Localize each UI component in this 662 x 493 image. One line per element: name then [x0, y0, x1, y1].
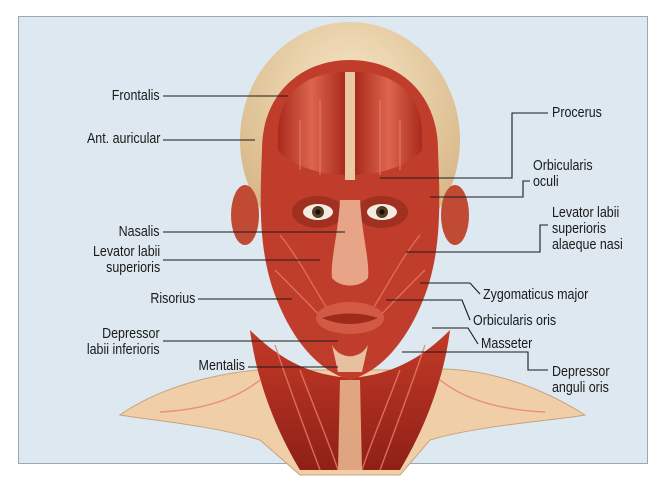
- label-zygomaticus-major: Zygomaticus major: [483, 287, 588, 303]
- label-orbicularis-oris: Orbicularis oris: [473, 313, 556, 329]
- label-frontalis: Frontalis: [112, 88, 160, 104]
- label-nasalis: Nasalis: [119, 224, 160, 240]
- label-depressor-labii-inferioris: Depressor labii inferioris: [87, 326, 160, 358]
- label-line: anguli oris: [552, 380, 610, 396]
- label-line: Depressor: [552, 364, 610, 380]
- label-mentalis: Mentalis: [199, 358, 245, 374]
- label-masseter: Masseter: [481, 336, 532, 352]
- label-line: Depressor: [87, 326, 160, 342]
- label-line: oculi: [533, 174, 593, 190]
- label-ant-auricular: Ant. auricular: [87, 131, 160, 147]
- label-depressor-anguli-oris: Depressor anguli oris: [552, 364, 610, 396]
- label-line: superioris: [93, 260, 160, 276]
- label-line: Levator labii: [93, 244, 160, 260]
- label-procerus: Procerus: [552, 105, 602, 121]
- label-orbicularis-oculi: Orbicularis oculi: [533, 158, 593, 190]
- label-levator-labii-superioris: Levator labii superioris: [93, 244, 160, 276]
- label-risorius: Risorius: [150, 291, 195, 307]
- label-line: superioris: [552, 221, 623, 237]
- label-levator-labii-alaeque: Levator labii superioris alaeque nasi: [552, 205, 623, 253]
- label-line: Orbicularis: [533, 158, 593, 174]
- label-line: alaeque nasi: [552, 237, 623, 253]
- label-line: Levator labii: [552, 205, 623, 221]
- label-line: labii inferioris: [87, 342, 160, 358]
